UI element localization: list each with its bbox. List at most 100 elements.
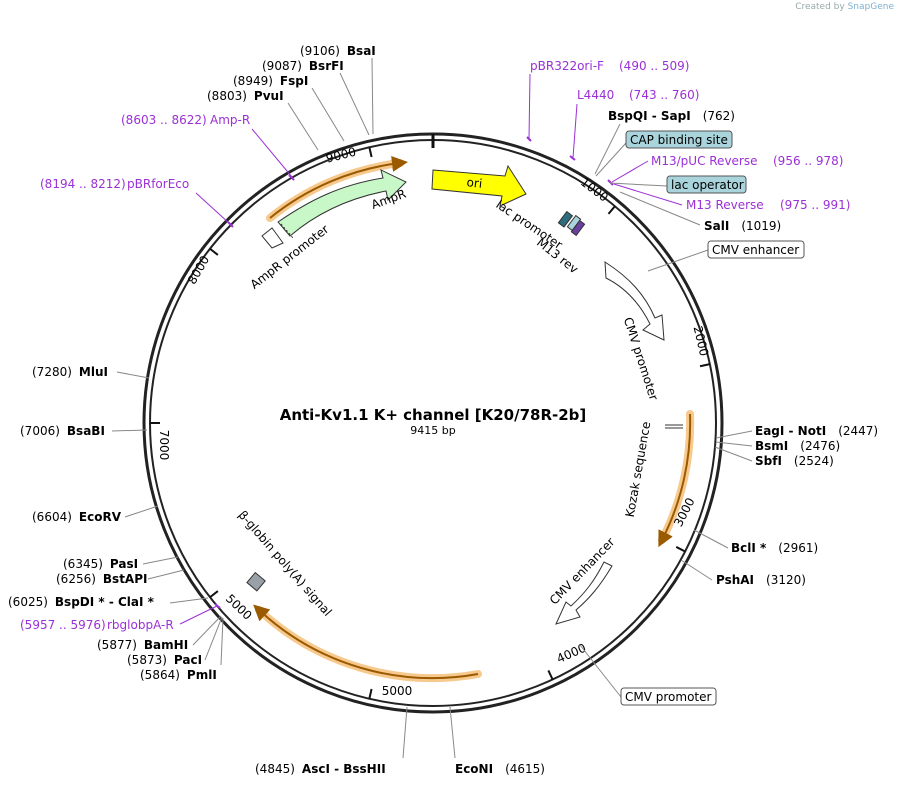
primer-leader-line [572, 103, 578, 159]
site-position: (1019) [741, 219, 781, 233]
primer-name[interactable]: rbglobpA-R [107, 618, 174, 632]
restriction-site-label[interactable]: SalI(1019) [704, 219, 781, 233]
site-enzyme: BsaBI [67, 424, 105, 438]
feature-box-text[interactable]: CMV enhancer [712, 243, 799, 257]
site-position: (5873) [127, 653, 167, 667]
restriction-site-label[interactable]: (5864)PmlI [140, 668, 217, 682]
site-position: (2476) [800, 439, 840, 453]
site-enzyme: EcoNI [455, 762, 493, 776]
site-leader-line [116, 371, 150, 379]
scale-tick [699, 363, 711, 368]
primer-leader-line [251, 128, 293, 178]
site-enzyme: FspI [280, 74, 308, 88]
restriction-site-label[interactable]: (7280)MluI [32, 365, 108, 379]
primer-name[interactable]: L4440 [577, 88, 614, 102]
site-enzyme: PshAI [716, 573, 754, 587]
site-leader-line [220, 617, 224, 666]
primer-name[interactable]: M13 Reverse [686, 198, 764, 212]
primer-range: (8194 .. 8212) [40, 177, 126, 191]
restriction-site-label[interactable]: (6345)PasI [63, 557, 138, 571]
site-position: (7280) [32, 365, 72, 379]
arrow-arc-top [269, 156, 408, 219]
primer-leader-line [179, 605, 218, 625]
site-leader-line [204, 616, 223, 661]
feature-label-box [666, 175, 747, 194]
site-leader-line [287, 102, 319, 151]
site-position: (6025) [8, 595, 48, 609]
ampr-promoter-feature [261, 227, 284, 249]
lac-promoter-feature [557, 210, 574, 228]
site-position: (9087) [262, 59, 302, 73]
restriction-site-label[interactable]: (6604)EcoRV [32, 510, 122, 524]
primer-range: (5957 .. 5976) [20, 618, 106, 632]
restriction-site-label[interactable]: (6025) BspDI * - ClaI * [8, 595, 155, 609]
site-position: (762) [703, 109, 735, 123]
site-position: (4615) [505, 762, 545, 776]
restriction-site-label[interactable]: (6256)BstAPI [56, 572, 147, 586]
restriction-site-label[interactable]: (9087)BsrFI [262, 59, 344, 73]
site-position: (5877) [97, 638, 137, 652]
site-enzyme: PacI [174, 653, 202, 667]
feature-label[interactable]: β-globin poly(A) signal [235, 508, 334, 619]
primer-labels: pBR322ori-F (490 .. 509) L4440 (743 .. 760)… [20, 59, 850, 632]
site-leader-line [715, 430, 753, 439]
primer-leader-line [195, 192, 231, 225]
site-leader-line [594, 123, 621, 175]
ori-feature [431, 164, 527, 207]
site-enzyme: BsmI [755, 439, 788, 453]
site-leader-line [192, 615, 222, 646]
site-enzyme: PmlI [187, 668, 217, 682]
restriction-site-label[interactable]: (8949)FspI [233, 74, 308, 88]
restriction-site-label[interactable]: EcoNI (4615) [455, 762, 545, 776]
restriction-site-label[interactable]: BspQI - SapI(762) [608, 109, 735, 123]
feature-leader-line [647, 249, 709, 272]
site-leader-line [402, 706, 408, 759]
site-position: (7006) [20, 424, 60, 438]
primer-name[interactable]: pBRforEco [127, 177, 189, 191]
m13-rev-feature [570, 219, 586, 237]
feature-label-box [625, 130, 733, 149]
feature-label-box [620, 687, 717, 706]
restriction-site-label[interactable]: BsmI (2476) [755, 439, 840, 453]
credit-prefix: Created by [795, 2, 845, 12]
site-position: (4845) [255, 762, 295, 776]
primer-name[interactable]: pBR322ori-F [530, 59, 604, 73]
site-position: (3120) [766, 573, 806, 587]
site-position: (2524) [794, 454, 834, 468]
feature-label[interactable]: Kozak sequence [623, 420, 654, 518]
restriction-site-label[interactable]: EagI - NotI(2447) [755, 424, 878, 438]
primer-name[interactable]: M13/pUC Reverse [651, 154, 758, 168]
site-enzyme: PvuI [254, 89, 284, 103]
site-position: (2447) [838, 424, 878, 438]
restriction-site-label[interactable]: (7006) BsaBI [20, 424, 105, 438]
scale-ticks [150, 147, 711, 699]
scale-tick [368, 147, 373, 158]
primer-name[interactable]: Amp-R [210, 113, 250, 127]
restriction-site-label[interactable]: (8803)PvuI [207, 89, 284, 103]
feature-box-text[interactable]: CMV promoter [625, 690, 712, 704]
restriction-site-label[interactable]: PshAI (3120) [716, 573, 806, 587]
feature-box-text[interactable]: CAP binding site [630, 133, 728, 147]
restriction-site-label[interactable]: (9106)BsaI [300, 44, 376, 58]
feature-label[interactable]: ori [466, 175, 483, 191]
restriction-site-label[interactable]: (5877)BamHI [97, 638, 188, 652]
scale-tick-label: 5000 [382, 684, 413, 698]
scale-tick [209, 590, 219, 599]
restriction-site-label[interactable]: SbfI (2524) [755, 454, 834, 468]
arrow-arc-right [658, 413, 692, 548]
restriction-site-label[interactable]: (4845)AscI - BssHII [255, 762, 386, 776]
scale-tick-label: 7000 [157, 430, 171, 461]
ampr-dashes [280, 223, 294, 239]
plasmid-length: 9415 bp [410, 424, 455, 437]
site-enzyme: BspDI * - ClaI * [55, 595, 155, 609]
plasmid-name: Anti-Kv1.1 K+ channel [K20/78R-2b] [280, 406, 587, 424]
restriction-site-label[interactable]: (5873) PacI [127, 653, 202, 667]
feature-box-text[interactable]: lac operator [671, 178, 744, 192]
restriction-site-label[interactable]: BclI *(2961) [731, 541, 818, 555]
primer-range: (743 .. 760) [629, 88, 699, 102]
primer-range: (490 .. 509) [619, 59, 689, 73]
site-enzyme: SbfI [755, 454, 782, 468]
site-leader-line [124, 505, 159, 518]
polya-signal-feature [246, 571, 266, 592]
